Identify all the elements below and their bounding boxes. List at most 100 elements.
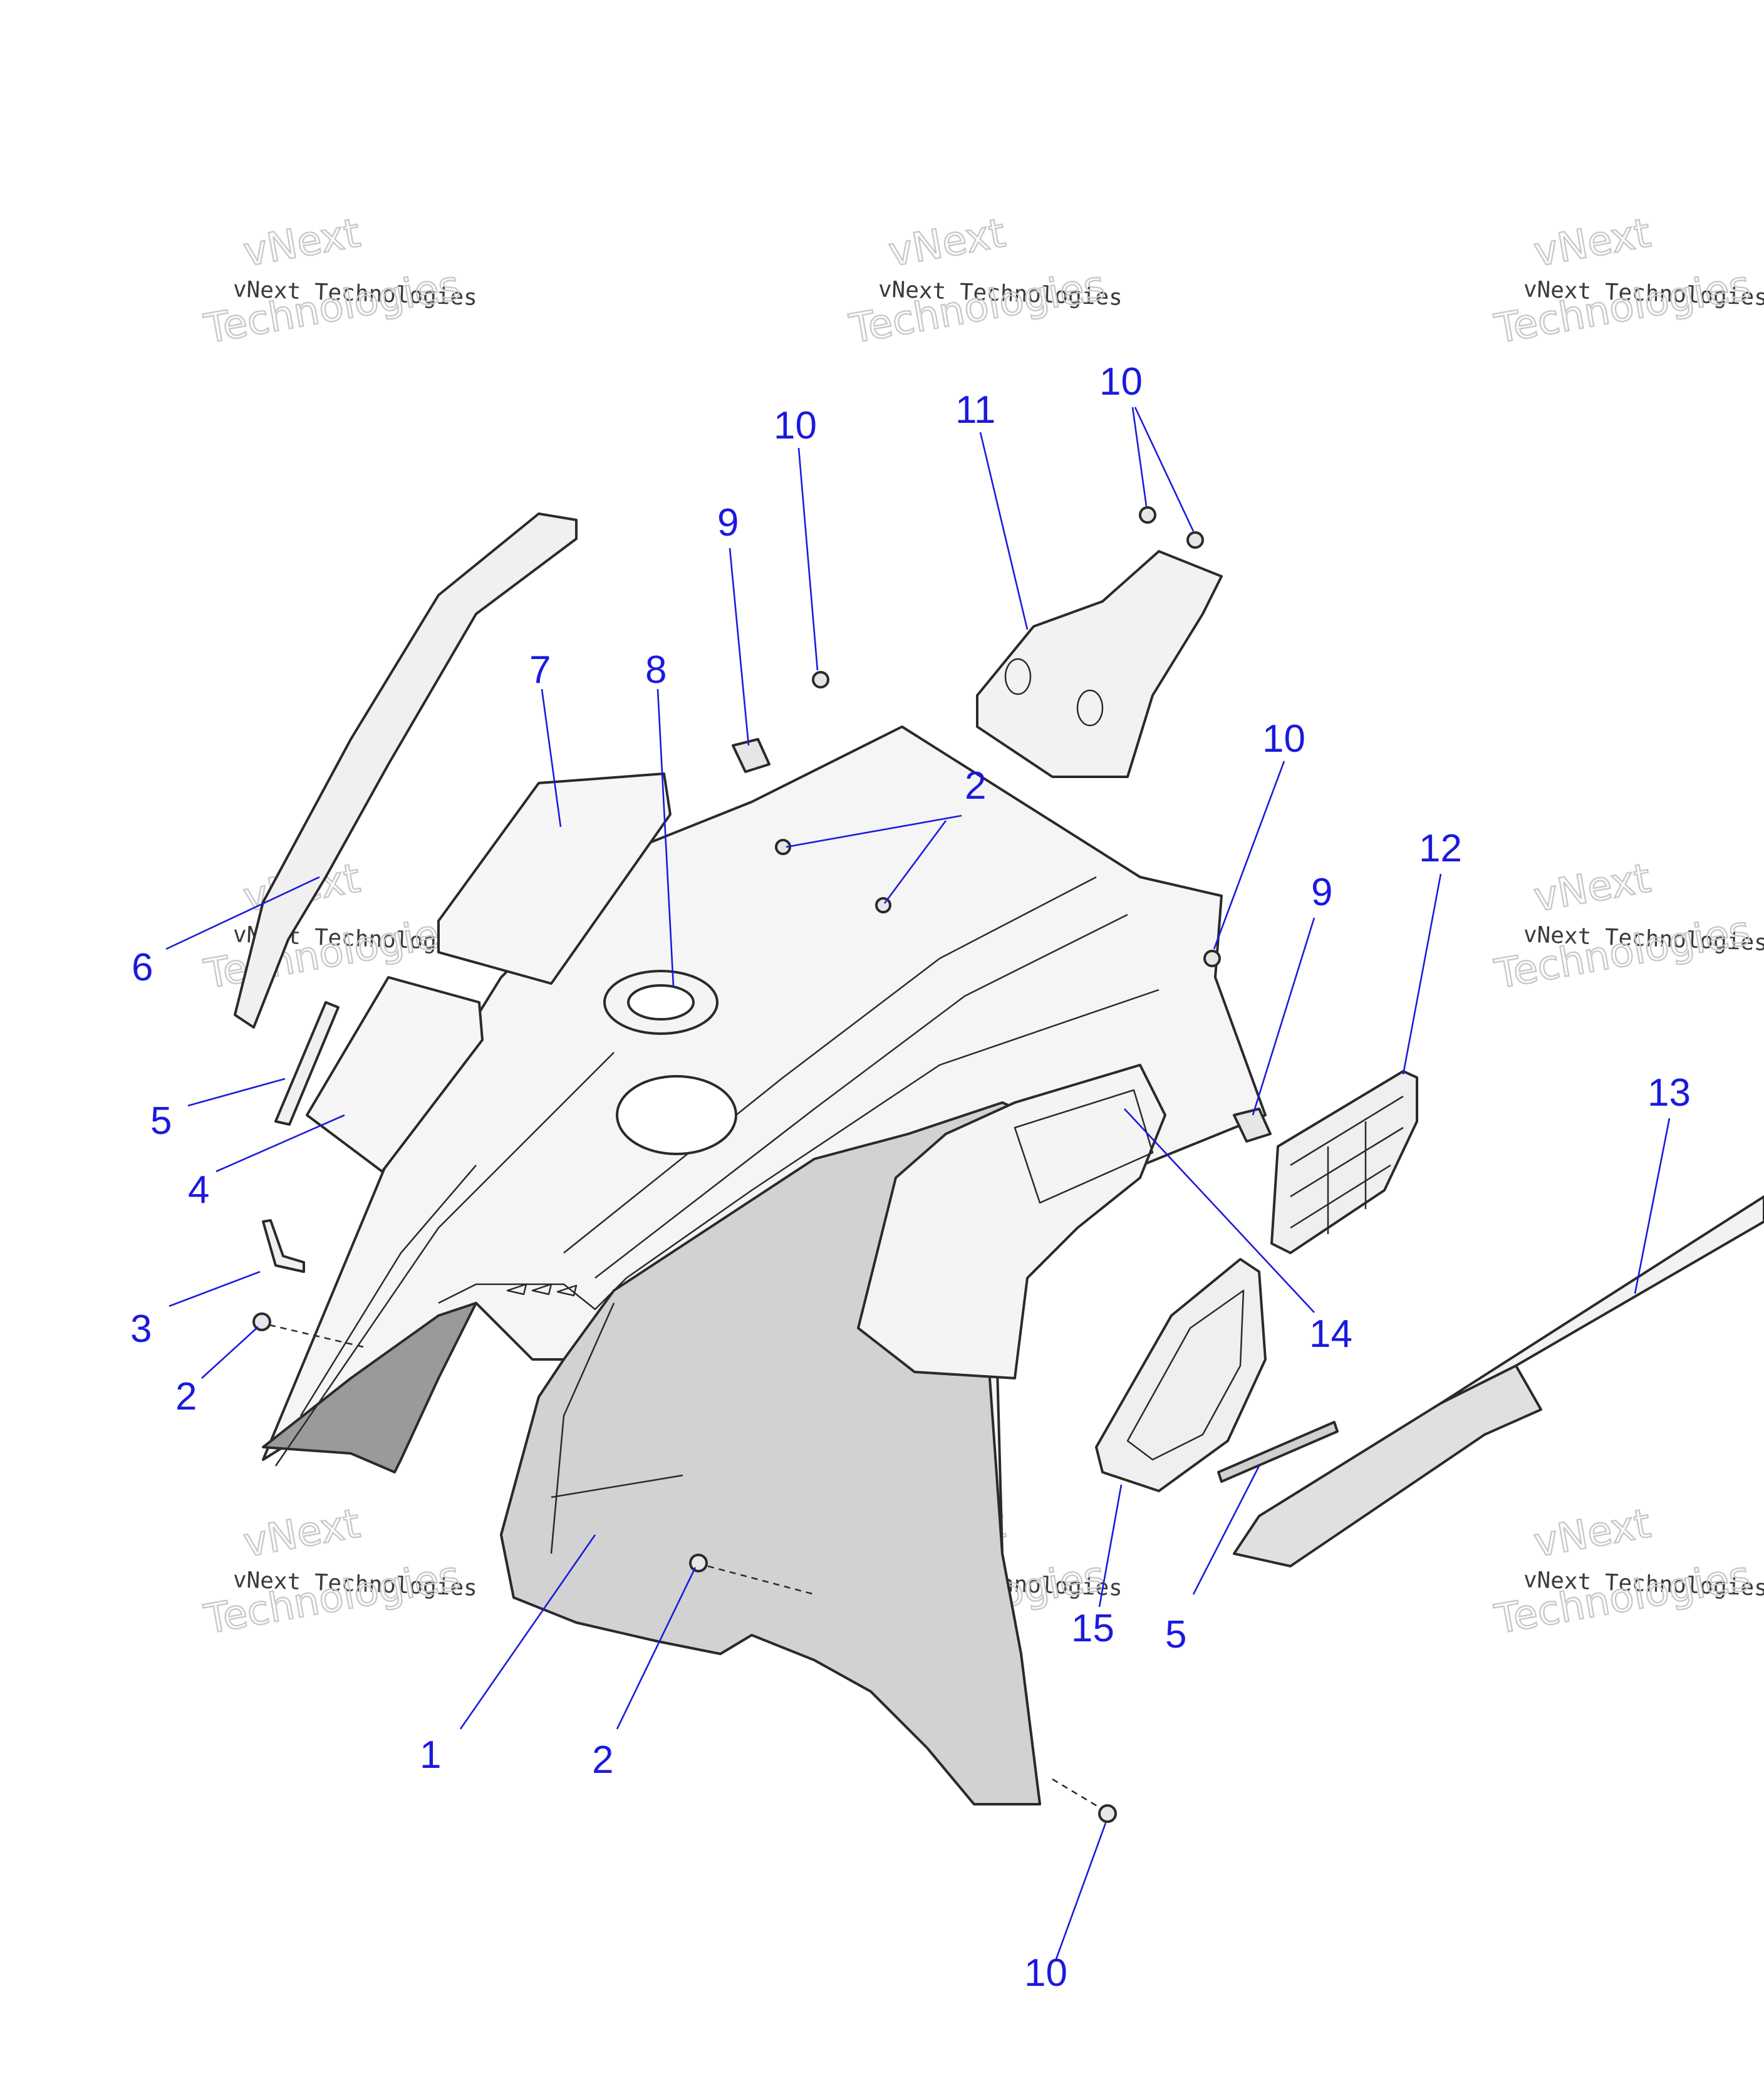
console-center-rail <box>563 876 1128 1279</box>
callout-labels: 1 2 2 2 3 4 5 5 6 7 8 9 9 10 10 10 10 11… <box>130 360 1691 1995</box>
leader-2c <box>201 1326 259 1379</box>
watermark-outline-a: vNext <box>1530 855 1654 921</box>
callout-11: 11 <box>955 388 995 432</box>
fastener-9-a <box>732 738 770 773</box>
callout-10: 10 <box>1024 1951 1067 1995</box>
part-1-console-body <box>262 725 1267 1805</box>
part-4-lower-pad <box>306 976 484 1173</box>
watermark-tile: vNext vNext Technologies Technologies <box>1491 209 1764 353</box>
watermark-tile: vNext vNext Technologies Technologies <box>1491 1500 1764 1644</box>
side-rail-body <box>1233 1364 1542 1567</box>
watermark-tile: vNext vNext Technologies Technologies <box>1491 854 1764 999</box>
watermark-outline-a: vNext <box>885 210 1009 276</box>
callout-5: 5 <box>150 1099 172 1143</box>
console-top-ridge <box>438 989 1160 1311</box>
leader-10b <box>1131 407 1148 507</box>
console-cupholder <box>616 1075 737 1155</box>
callout-14: 14 <box>1309 1312 1352 1356</box>
alignment-line-right <box>1052 1778 1100 1809</box>
leader-9b <box>1252 917 1315 1116</box>
fastener-9-b <box>1233 1108 1272 1143</box>
leader-8 <box>656 688 675 987</box>
bracket-hole-right <box>1076 689 1104 727</box>
callout-10: 10 <box>1262 717 1305 761</box>
fastener-10-e <box>1098 1804 1117 1823</box>
fastener-2-b <box>875 897 891 913</box>
callout-2: 2 <box>175 1375 197 1418</box>
callout-9: 9 <box>717 501 739 544</box>
callout-5: 5 <box>1165 1613 1186 1656</box>
watermark-outline-a: vNext <box>240 210 363 276</box>
leader-14 <box>1124 1108 1315 1313</box>
watermark-outline-b: Technologies <box>201 262 464 353</box>
vent-bezel-body <box>1095 1258 1267 1492</box>
watermark-outline-a: vNext <box>240 1500 363 1566</box>
watermark-outline-a: vNext <box>1530 210 1654 276</box>
part-11-bracket <box>976 550 1223 778</box>
console-left-panel-edge <box>274 1052 615 1467</box>
leader-10c <box>1134 407 1195 532</box>
part-3-clip <box>262 1219 305 1273</box>
fasteners <box>252 506 1272 1823</box>
part-8-ring-grommet <box>603 970 719 1035</box>
fastener-10-b <box>1139 506 1156 524</box>
console-vent-slots <box>506 1283 578 1297</box>
vent-bezel-opening <box>1126 1289 1245 1461</box>
alignment-line-left <box>269 1324 364 1348</box>
part-13-side-rail <box>1233 1195 1764 1567</box>
callout-3: 3 <box>130 1307 152 1351</box>
fastener-10-d <box>1203 950 1221 967</box>
alignment-line-center <box>707 1565 815 1596</box>
fastener-10-a <box>812 671 829 688</box>
leader-3 <box>169 1270 261 1307</box>
inner-frame-window <box>1014 1089 1154 1204</box>
callout-15: 15 <box>1071 1607 1114 1650</box>
callout-10: 10 <box>1099 360 1143 403</box>
leader-15 <box>1098 1484 1123 1608</box>
callout-7: 7 <box>529 648 551 692</box>
leader-6 <box>165 876 320 950</box>
leader-10d <box>1213 761 1285 950</box>
callout-1: 1 <box>420 1733 441 1777</box>
fastener-2-d <box>689 1554 708 1572</box>
part-14-inner-frame <box>857 1064 1166 1379</box>
console-left-cavity <box>262 1302 477 1473</box>
console-lower-crease <box>550 1302 683 1554</box>
watermark-outline-b: Technologies <box>846 262 1109 353</box>
leader-10a <box>797 447 819 671</box>
callout-4: 4 <box>188 1168 209 1212</box>
watermark-outline-a: vNext <box>1530 1500 1654 1566</box>
leader-1 <box>459 1534 596 1730</box>
part-5-pin-left <box>274 1001 340 1126</box>
bracket-hole-left <box>1004 658 1032 695</box>
grille-slats <box>1290 1095 1404 1234</box>
watermark-outline-b: Technologies <box>1492 1553 1754 1643</box>
leader-lines <box>165 407 1671 1961</box>
leader-5b <box>1192 1465 1260 1595</box>
fastener-10-c <box>1186 531 1204 549</box>
leader-9a <box>729 548 750 746</box>
callout-8: 8 <box>645 648 667 692</box>
fastener-2-c <box>252 1312 271 1331</box>
callout-10: 10 <box>774 404 817 447</box>
parts <box>234 506 1764 1823</box>
leader-2d <box>616 1567 697 1730</box>
callout-9: 9 <box>1311 871 1332 914</box>
leader-5a <box>187 1078 286 1107</box>
part-12-grille <box>1270 1070 1418 1254</box>
leader-2b <box>883 820 947 904</box>
leader-4 <box>215 1114 345 1173</box>
callout-13: 13 <box>1647 1071 1691 1114</box>
callout-2: 2 <box>965 764 986 808</box>
watermark-outline-b: Technologies <box>201 908 464 998</box>
grommet-inner <box>627 984 695 1021</box>
part-5-strip-right <box>1217 1421 1339 1483</box>
leader-12 <box>1402 873 1442 1075</box>
watermark-tile: vNext vNext Technologies Technologies <box>200 1500 478 1644</box>
part-6-trim-strip <box>234 512 578 1029</box>
callout-12: 12 <box>1419 827 1462 870</box>
part-7-upper-pad <box>437 772 672 985</box>
leader-13 <box>1634 1118 1671 1294</box>
